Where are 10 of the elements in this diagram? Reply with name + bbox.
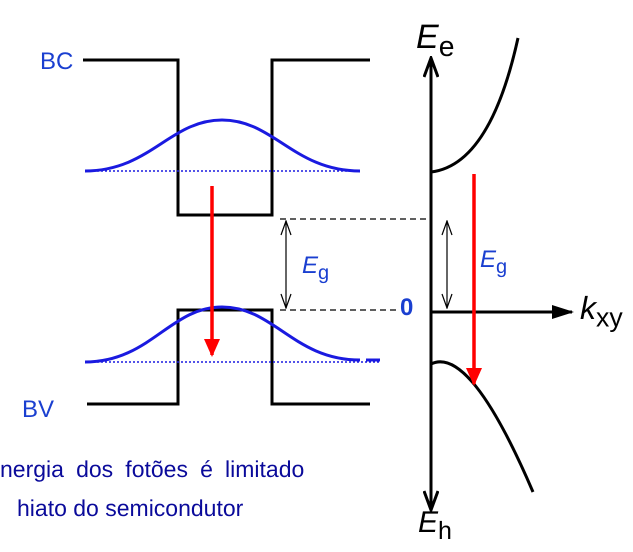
caption-text: hiato do semicondutor <box>17 497 244 520</box>
gap-label: E$_{g}$ <box>302 254 330 283</box>
band-label: BV <box>22 398 54 422</box>
axis-label: E$_{e}$ <box>416 20 454 62</box>
gap-label: E$_{g}$ <box>480 248 508 277</box>
caption-text: nergia dos fotões é limitado <box>0 458 304 481</box>
origin-label: 0 <box>400 296 414 320</box>
axis-label: k$_{xy}$ <box>580 292 623 332</box>
band-label: BC <box>40 50 74 74</box>
axis-label: E$_{h}$ <box>418 508 452 544</box>
